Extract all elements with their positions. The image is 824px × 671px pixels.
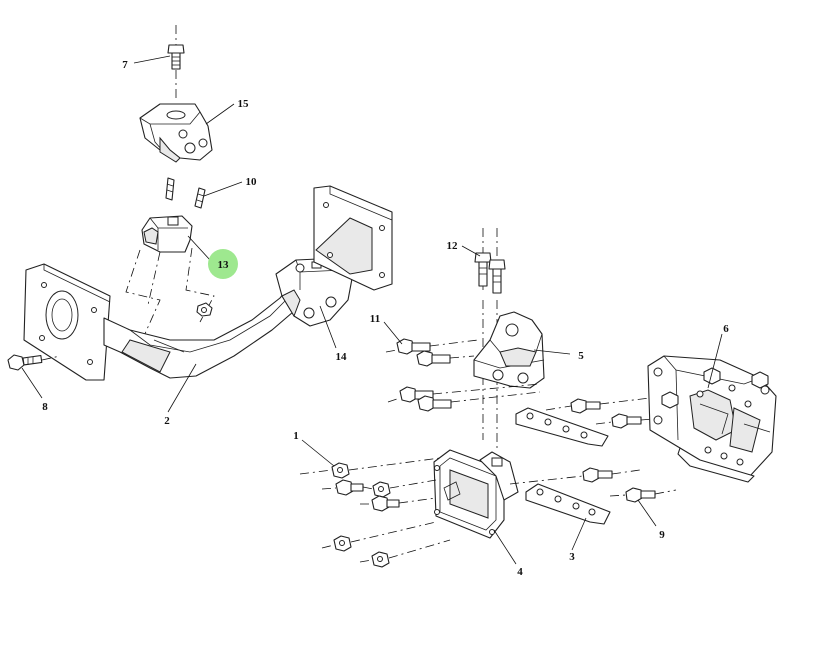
part-6-housing-assembly[interactable] — [647, 355, 777, 483]
part-right-flange-plate[interactable] — [313, 185, 393, 291]
callout-10: 10 — [246, 176, 258, 188]
callout-14: 14 — [336, 351, 348, 363]
leader-7 — [133, 55, 171, 64]
callout-9: 9 — [659, 529, 665, 541]
leader-12 — [461, 245, 481, 257]
callout-5: 5 — [578, 350, 584, 362]
part-bolt-c[interactable] — [371, 495, 400, 512]
part-4-mount-bracket[interactable] — [433, 449, 519, 539]
callout-13[interactable]: 13 — [218, 259, 230, 271]
callout-1: 1 — [293, 430, 299, 442]
leader-3 — [571, 517, 587, 551]
leader-4 — [493, 529, 517, 565]
leader-10 — [203, 181, 243, 197]
part-11-bolts[interactable] — [396, 338, 452, 412]
callout-13-highlight — [208, 249, 238, 279]
callout-8: 8 — [42, 401, 48, 413]
callout-7: 7 — [122, 59, 128, 71]
leader-6 — [707, 333, 723, 389]
part-bolt-b[interactable] — [372, 481, 391, 498]
part-15-upper-bracket[interactable] — [139, 103, 213, 163]
leader-15 — [205, 103, 235, 125]
leader-8 — [21, 367, 43, 399]
callout-15: 15 — [238, 98, 250, 110]
part-5-bracket[interactable] — [473, 311, 545, 389]
part-bolt-d[interactable] — [333, 535, 352, 552]
callout-11: 11 — [370, 313, 380, 325]
part-bolt-e[interactable] — [371, 551, 390, 568]
part-7-bolt[interactable] — [167, 44, 185, 70]
callout-4: 4 — [517, 566, 523, 578]
part-nut-left[interactable] — [196, 302, 213, 317]
callout-3: 3 — [569, 551, 575, 563]
part-upper-bolt-1[interactable] — [570, 398, 601, 414]
part-lower-bolt-1[interactable] — [582, 467, 613, 483]
leader-14 — [319, 305, 337, 349]
part-9-bolt[interactable] — [625, 487, 656, 503]
leader-13 — [187, 235, 211, 261]
part-12-bolts[interactable] — [474, 252, 506, 294]
part-3-lower-strip[interactable] — [525, 483, 611, 525]
part-13-mount-block[interactable] — [141, 215, 193, 253]
part-2-cross-tube[interactable] — [103, 285, 301, 379]
leader-9 — [637, 499, 657, 527]
callout-2: 2 — [164, 415, 170, 427]
leader-5 — [533, 349, 571, 355]
callout-6: 6 — [723, 323, 729, 335]
part-3-upper-strip[interactable] — [515, 407, 609, 447]
leader-11 — [383, 321, 403, 345]
part-8-bolt[interactable] — [7, 354, 43, 371]
part-10-studs[interactable] — [165, 177, 206, 209]
part-1-bolt-a[interactable] — [335, 479, 364, 496]
part-1-nut[interactable] — [331, 462, 350, 479]
callout-12: 12 — [447, 240, 459, 252]
leader-1 — [301, 439, 335, 467]
part-2-flange-plate[interactable] — [23, 263, 111, 381]
leader-2 — [167, 363, 197, 413]
part-upper-bolt-2[interactable] — [611, 413, 642, 429]
